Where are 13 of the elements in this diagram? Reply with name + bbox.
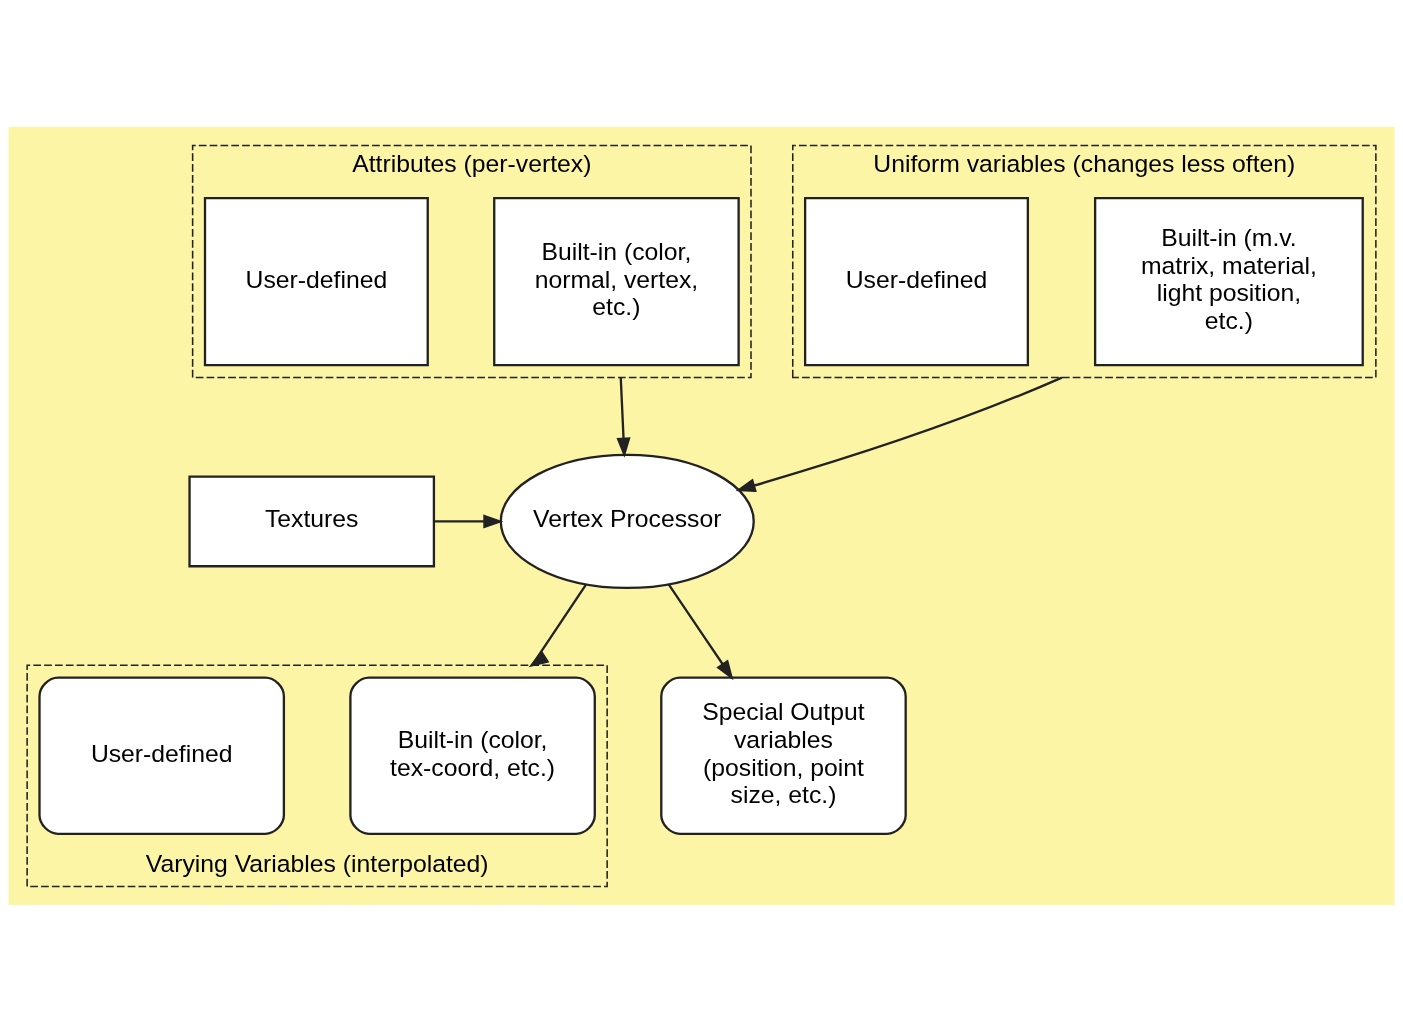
node-box: Built-in (m.v. matrix, material, light position, etc.) [1094,197,1364,367]
node-box: User-defined [38,676,286,835]
node-box: Special Output variables (position, point size, etc.) [660,676,907,835]
arrow [735,376,1063,493]
node-box: Built-in (color, tex-coord, etc.) [349,676,596,835]
arrow [434,514,504,529]
node-box: Built-in (color, normal, vertex, etc.) [493,197,740,367]
node-box: Textures [188,475,436,568]
arrow [616,377,631,458]
arrow [528,584,587,668]
node-box: User-defined [803,197,1029,367]
node-box: User-defined [203,197,429,367]
arrow [667,583,734,681]
